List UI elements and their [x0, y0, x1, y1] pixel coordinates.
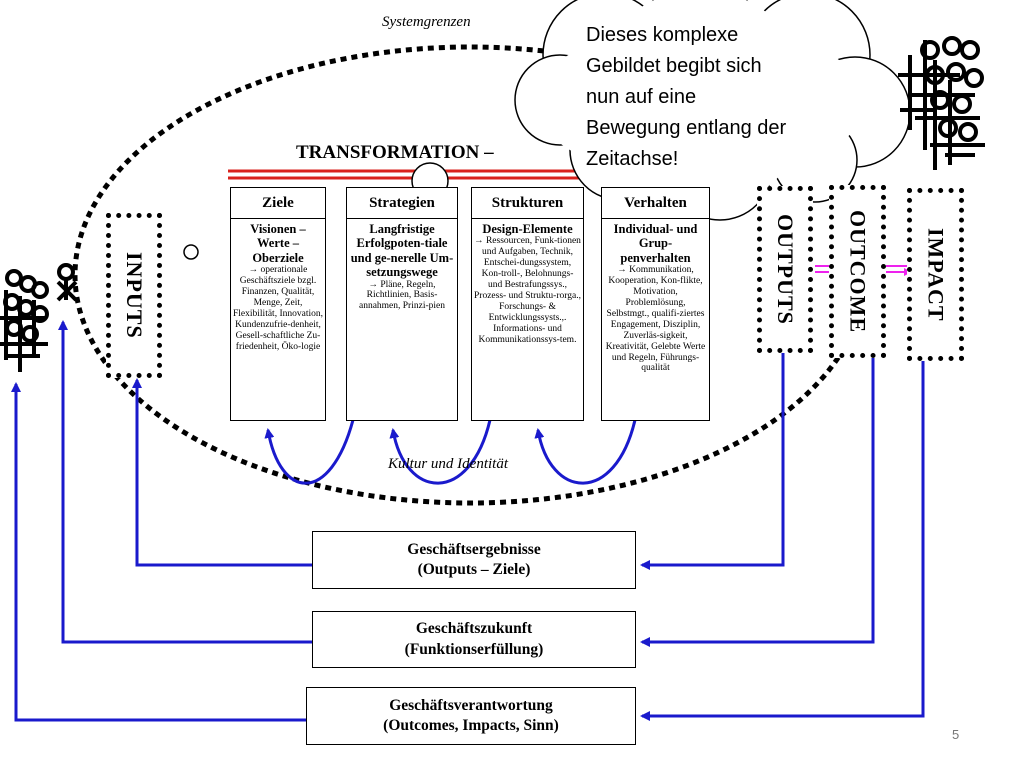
outputs-label: OUTPUTS — [773, 214, 798, 325]
column-main-text: Individual- und Grup-penverhalten — [613, 222, 698, 265]
system-boundary-label: Systemgrenzen — [382, 14, 471, 30]
column-title: Verhalten — [602, 188, 709, 219]
result-subtitle: (Outputs – Ziele) — [417, 561, 531, 578]
feedback-lines — [11, 320, 925, 722]
result-subtitle: (Funktionserfüllung) — [404, 640, 544, 658]
column-main-text: Langfristige Erfolgpoten-tiale und ge-ne… — [350, 222, 454, 280]
people-cluster-right — [898, 36, 985, 170]
column-detail-text: → Kommunikation, Kooperation, Kon-flikte… — [605, 265, 706, 374]
column-ziele: Ziele Visionen – Werte – Oberziele → ope… — [230, 187, 326, 421]
column-main-text: Design-Elemente — [482, 222, 573, 236]
column-detail-text: → Pläne, Regeln, Richtlinien, Basis-anna… — [358, 279, 445, 312]
cloud-line: Gebildet begibt sich — [586, 55, 762, 77]
result-geschaeftszukunft: Geschäftszukunft (Funktionserfüllung) — [312, 611, 636, 668]
cloud-line: Bewegung entlang der — [586, 117, 787, 139]
outcome-label: OUTCOME — [845, 209, 871, 334]
impact-box: IMPACT — [907, 188, 964, 361]
result-title: Geschäftszukunft — [415, 620, 533, 638]
impact-label: IMPACT — [923, 227, 949, 322]
feedback-curves — [264, 419, 637, 485]
column-title: Strukturen — [472, 188, 583, 219]
result-geschaeftsergebnisse: Geschäftsergebnisse (Outputs – Ziele) — [312, 531, 636, 589]
column-title: Ziele — [231, 188, 325, 219]
page-number: 5 — [952, 727, 960, 742]
cloud-line: Zeitachse! — [586, 148, 679, 170]
people-cluster-left — [0, 263, 78, 372]
outcome-box: OUTCOME — [829, 185, 886, 358]
result-subtitle: (Outcomes, Impacts, Sinn) — [383, 717, 559, 734]
column-title: Strategien — [347, 188, 457, 219]
cloud-text: Dieses komplexe Gebildet begibt sich nun… — [586, 20, 786, 175]
outputs-box: OUTPUTS — [757, 186, 813, 353]
bubble-circle-1 — [183, 244, 199, 260]
column-strategien: Strategien Langfristige Erfolgpoten-tial… — [346, 187, 458, 421]
inputs-box: INPUTS — [106, 213, 162, 378]
result-geschaeftsverantwortung: Geschäftsverantwortung (Outcomes, Impact… — [306, 687, 636, 745]
column-main-text: Visionen – Werte – Oberziele — [250, 222, 306, 265]
transformation-title: TRANSFORMATION – — [296, 142, 494, 163]
inputs-label: INPUTS — [122, 252, 147, 339]
column-detail-text: → operationale Geschäftsziele bzgl. Fina… — [233, 265, 323, 352]
cloud-line: nun auf eine — [586, 86, 697, 108]
cloud-line: Dieses komplexe — [586, 24, 739, 46]
culture-identity-label: Kultur und Identität — [388, 456, 508, 472]
column-detail-text: → Ressourcen, Funk-tionen und Aufgaben, … — [474, 236, 581, 345]
column-verhalten: Verhalten Individual- und Grup-penverhal… — [601, 187, 710, 421]
result-title: Geschäftsverantwortung — [389, 696, 553, 714]
result-title: Geschäftsergebnisse — [407, 540, 541, 558]
column-strukturen: Strukturen Design-Elemente → Ressourcen,… — [471, 187, 584, 421]
